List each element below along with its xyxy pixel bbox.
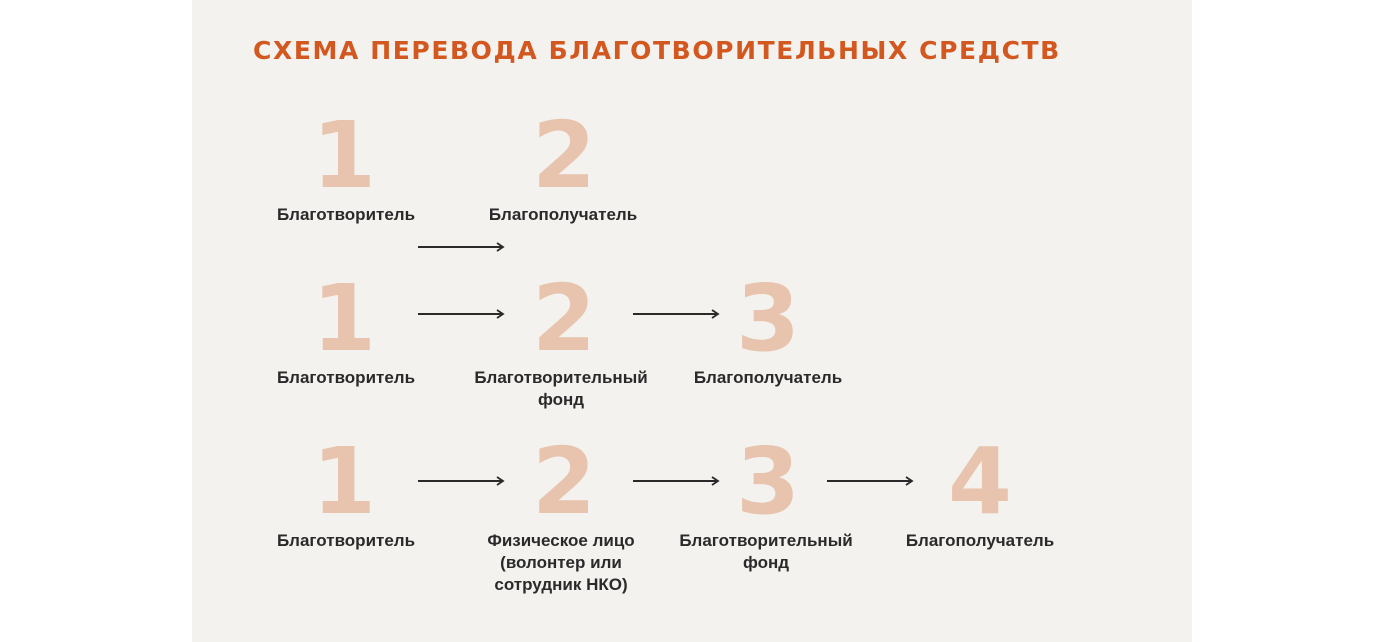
step-number: 4 — [947, 428, 1012, 535]
step-number: 3 — [735, 428, 800, 535]
scheme-row-2: 1 2 3 Благотворитель Благотворительный ф… — [0, 263, 1400, 443]
step-label: Благополучатель — [905, 531, 1055, 550]
step-label: Благополучатель — [488, 205, 638, 224]
arrow-right-icon — [418, 308, 506, 320]
step-number: 1 — [311, 428, 376, 535]
step-label: Благотворительный фонд — [679, 531, 853, 572]
step-number: 1 — [311, 265, 376, 372]
arrow-right-icon — [418, 475, 506, 487]
step-label: Благополучатель — [693, 368, 843, 387]
step-label: Благотворительный фонд — [474, 368, 648, 409]
step-label: Благотворитель — [276, 531, 416, 550]
step-number: 2 — [531, 265, 596, 372]
step-label: Благотворитель — [276, 368, 416, 387]
arrow-right-icon — [633, 475, 721, 487]
scheme-row-3: 1 2 3 4 Благотворитель Физическое лицо (… — [0, 426, 1400, 606]
step-label: Физическое лицо (волонтер или сотрудник … — [487, 531, 635, 594]
step-number: 2 — [531, 428, 596, 535]
step-number: 1 — [311, 102, 376, 209]
diagram-panel — [192, 0, 1192, 642]
arrow-right-icon — [418, 241, 506, 253]
scheme-row-1: 1 2 Благотворитель Благополучатель — [0, 100, 1400, 280]
arrow-right-icon — [633, 308, 721, 320]
diagram-title: СХЕМА ПЕРЕВОДА БЛАГОТВОРИТЕЛЬНЫХ СРЕДСТВ — [253, 36, 1061, 65]
step-number: 2 — [531, 102, 596, 209]
step-number: 3 — [735, 265, 800, 372]
step-label: Благотворитель — [276, 205, 416, 224]
arrow-right-icon — [827, 475, 915, 487]
